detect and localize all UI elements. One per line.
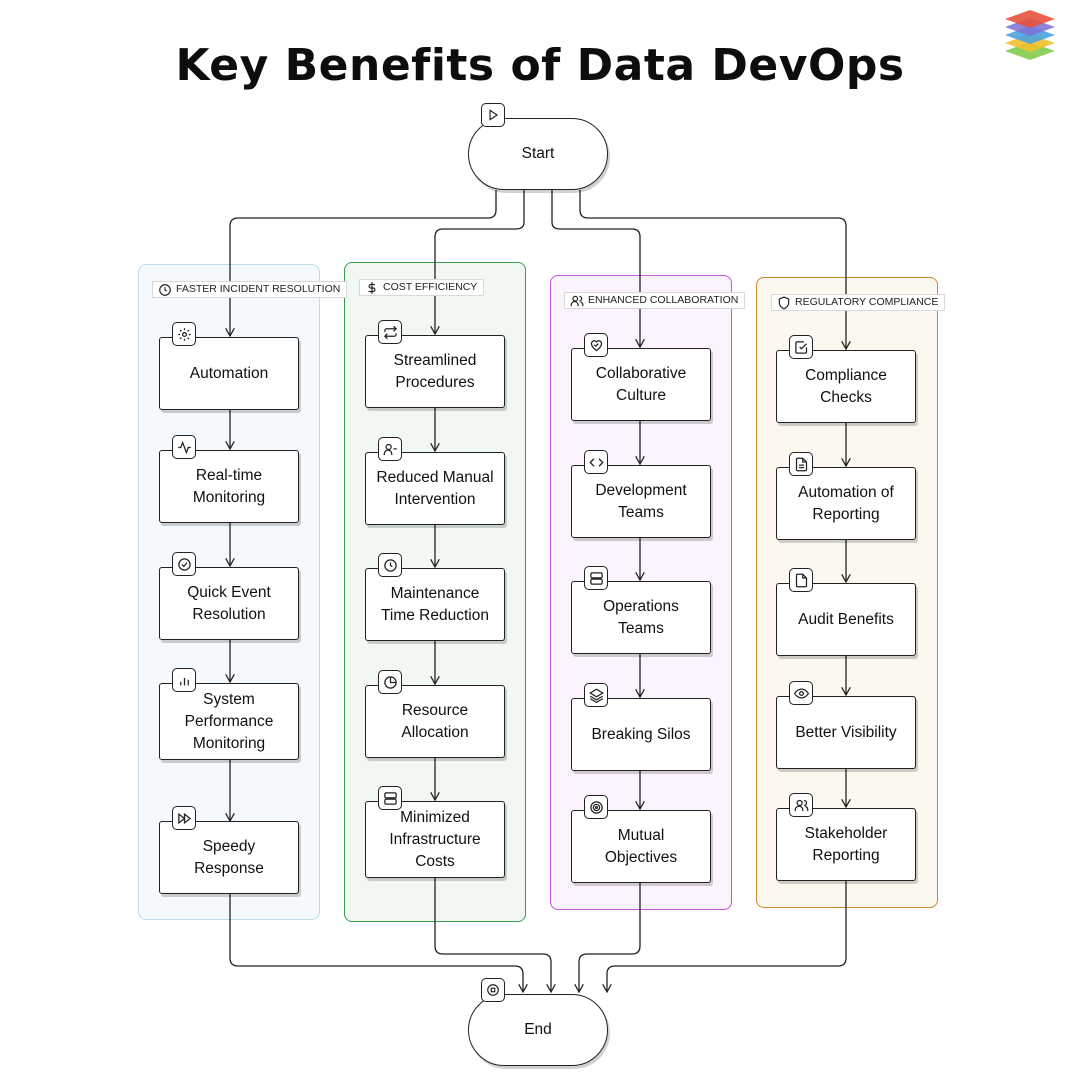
pie-chart-icon <box>378 670 402 694</box>
code-icon <box>584 450 608 474</box>
layers-logo-icon <box>1005 10 1055 60</box>
node-label: Automation <box>189 364 269 382</box>
node-label: Reduced Manual Intervention <box>376 468 494 508</box>
node-label: Real-time Monitoring <box>192 466 266 506</box>
node-streamlined-procedures[interactable]: Streamlined Procedures <box>365 320 505 408</box>
node-label: Operations Teams <box>603 597 679 637</box>
shield-icon <box>778 296 790 309</box>
file-icon <box>789 568 813 592</box>
group-label-faster: FASTER INCIDENT RESOLUTION <box>152 281 348 298</box>
layers-icon <box>584 683 608 707</box>
end-node[interactable]: End <box>468 994 608 1066</box>
edge-mutual-end <box>579 883 641 992</box>
group-label-cost: COST EFFICIENCY <box>359 279 485 296</box>
stop-circle-icon <box>481 978 505 1002</box>
clock-icon <box>378 553 402 577</box>
node-reduced-manual-intervention[interactable]: Reduced Manual Intervention <box>365 437 505 525</box>
activity-icon <box>172 435 196 459</box>
node-minimized-infrastructure-costs[interactable]: Minimized Infrastructure Costs <box>365 786 505 878</box>
group-label-collab: ENHANCED COLLABORATION <box>564 292 746 309</box>
node-label: Streamlined Procedures <box>393 351 477 391</box>
node-label: Automation of Reporting <box>798 483 894 523</box>
start-label: Start <box>521 145 555 162</box>
node-label: Speedy Response <box>194 837 264 877</box>
node-resource-allocation[interactable]: Resource Allocation <box>365 670 505 758</box>
users-icon <box>570 295 584 306</box>
node-label: Resource Allocation <box>401 701 469 741</box>
node-label: Breaking Silos <box>591 725 691 743</box>
server-icon <box>378 786 402 810</box>
node-mutual-objectives[interactable]: Mutual Objectives <box>571 795 711 883</box>
server-icon <box>584 566 608 590</box>
node-label: Mutual Objectives <box>604 826 678 866</box>
node-automation-of-reporting[interactable]: Automation of Reporting <box>776 452 916 540</box>
edge-minimized-end <box>434 877 551 992</box>
bar-chart-icon <box>172 668 196 692</box>
node-label: Minimized Infrastructure Costs <box>389 808 481 870</box>
node-label: Audit Benefits <box>798 610 894 628</box>
edge-speedy-end <box>229 894 523 992</box>
clock-icon <box>159 283 171 296</box>
target-icon <box>584 795 608 819</box>
group-label-regulatory: REGULATORY COMPLIANCE <box>771 294 946 311</box>
group-label-text: COST EFFICIENCY <box>383 281 478 293</box>
gear-icon <box>172 322 196 346</box>
end-label: End <box>524 1021 552 1038</box>
node-speedy-response[interactable]: Speedy Response <box>159 806 299 894</box>
start-node[interactable]: Start <box>468 118 608 190</box>
edge-start-streamlined <box>435 190 525 334</box>
node-label: Compliance Checks <box>805 366 887 406</box>
check-square-icon <box>789 335 813 359</box>
node-automation[interactable]: Automation <box>159 322 299 410</box>
node-compliance-checks[interactable]: Compliance Checks <box>776 335 916 423</box>
check-circle-icon <box>172 552 196 576</box>
edge-start-collaborative <box>551 190 640 347</box>
edge-start-automation <box>230 190 497 336</box>
node-collaborative-culture[interactable]: Collaborative Culture <box>571 333 711 421</box>
node-maintenance-time-reduction[interactable]: Maintenance Time Reduction <box>365 553 505 641</box>
users-icon <box>789 793 813 817</box>
node-label: Collaborative Culture <box>595 364 687 404</box>
page-title: Key Benefits of Data DevOps <box>175 40 905 91</box>
node-label: System Performance Monitoring <box>184 690 274 752</box>
node-quick-event-resolution[interactable]: Quick Event Resolution <box>159 552 299 640</box>
dollar-icon <box>368 281 376 294</box>
node-stakeholder-reporting[interactable]: Stakeholder Reporting <box>776 793 916 881</box>
user-minus-icon <box>378 437 402 461</box>
group-label-text: REGULATORY COMPLIANCE <box>795 296 939 308</box>
node-label: Better Visibility <box>795 723 897 741</box>
node-breaking-silos[interactable]: Breaking Silos <box>571 683 711 771</box>
group-label-text: FASTER INCIDENT RESOLUTION <box>176 283 341 295</box>
file-text-icon <box>789 452 813 476</box>
node-development-teams[interactable]: Development Teams <box>571 450 711 538</box>
repeat-icon <box>378 320 402 344</box>
edge-start-compliance <box>579 190 846 349</box>
fast-forward-icon <box>172 806 196 830</box>
node-real-time-monitoring[interactable]: Real-time Monitoring <box>159 435 299 523</box>
node-label: Quick Event Resolution <box>187 583 271 623</box>
edge-stakeholder-end <box>607 881 847 992</box>
group-label-text: ENHANCED COLLABORATION <box>588 294 739 306</box>
node-label: Development Teams <box>595 481 687 521</box>
node-audit-benefits[interactable]: Audit Benefits <box>776 568 916 656</box>
node-system-performance-monitoring[interactable]: System Performance Monitoring <box>159 668 299 760</box>
node-better-visibility[interactable]: Better Visibility <box>776 681 916 769</box>
node-operations-teams[interactable]: Operations Teams <box>571 566 711 654</box>
play-icon <box>481 103 505 127</box>
node-label: Maintenance Time Reduction <box>381 584 489 624</box>
heart-handshake-icon <box>584 333 608 357</box>
node-label: Stakeholder Reporting <box>804 824 888 864</box>
eye-icon <box>789 681 813 705</box>
